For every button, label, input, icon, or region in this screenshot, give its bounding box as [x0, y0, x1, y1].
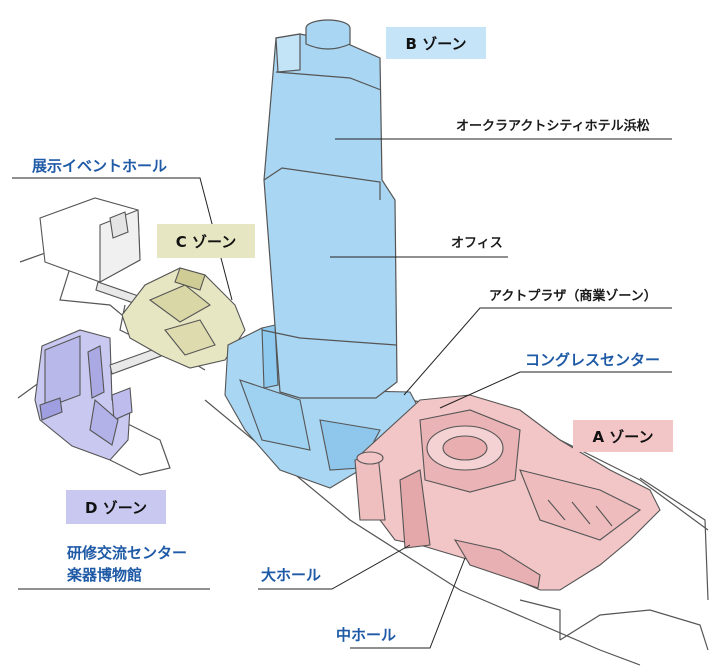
c-zone-building [121, 267, 246, 369]
a-zone-label: A ゾーン [573, 420, 673, 452]
act-plaza-label: アクトプラザ（商業ゾーン） [489, 289, 657, 304]
c-zone-label: C ゾーン [157, 224, 255, 258]
training-center-label: 研修交流センター [67, 544, 188, 562]
leader-lines [12, 138, 672, 649]
b-zone-tower [261, 19, 398, 399]
d-zone-label: D ゾーン [66, 490, 166, 524]
mid-hall-label: 中ホール [336, 626, 397, 644]
a-zone-building [354, 394, 661, 591]
exhibition-hall-label: 展示イベントホール [32, 157, 168, 175]
big-hall-label: 大ホール [261, 566, 322, 584]
hotel-label: オークラアクトシティホテル浜松 [456, 119, 650, 134]
b-zone-label: B ゾーン [386, 27, 486, 59]
exhibition-hall-building [39, 197, 141, 283]
congress-center-label: コングレスセンター [525, 351, 661, 369]
office-label: オフィス [451, 236, 503, 251]
d-zone-building [34, 329, 133, 461]
instrument-museum-label: 楽器博物館 [67, 566, 143, 584]
